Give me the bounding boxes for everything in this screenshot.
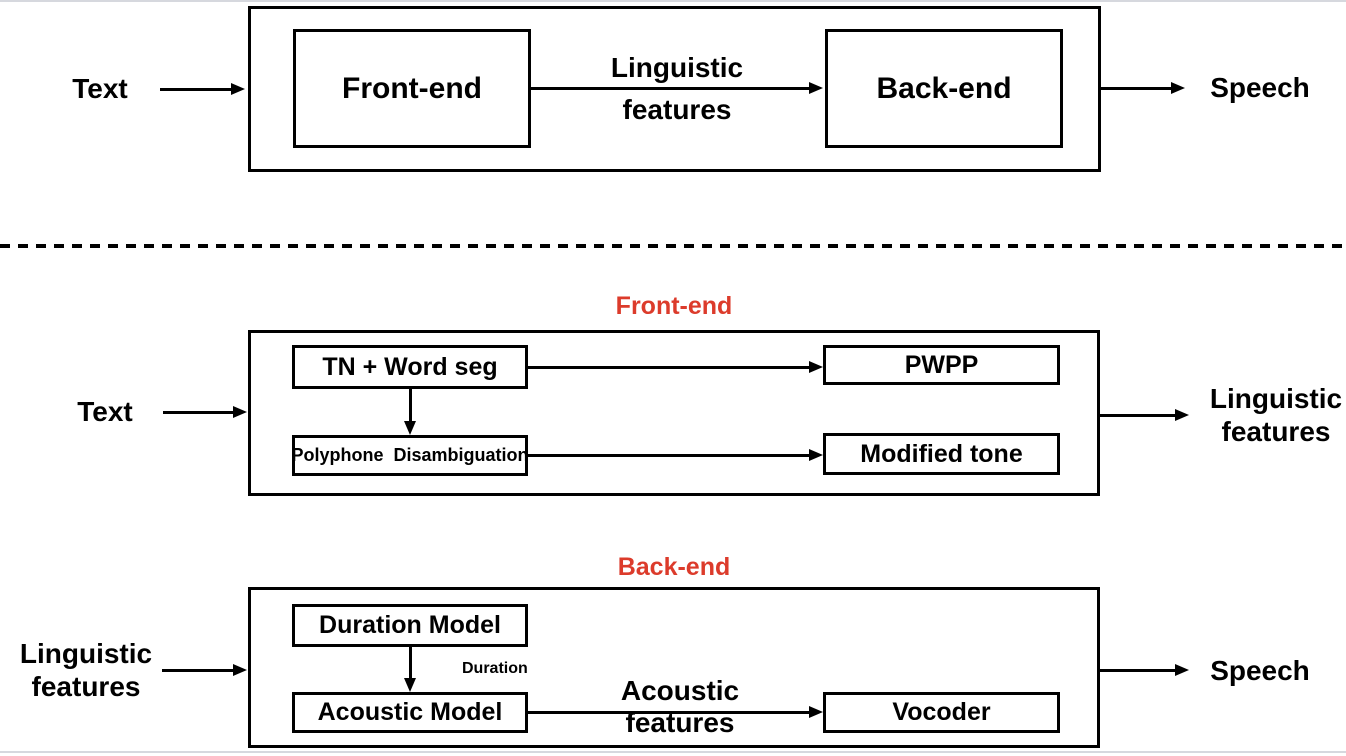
modified-tone-label: Modified tone	[860, 439, 1023, 468]
frontend-section-title: Front-end	[615, 291, 733, 320]
arrowhead-right-icon	[1171, 82, 1185, 94]
arrow-backend-box-to-speech	[1100, 664, 1189, 676]
acoustic-model-label: Acoustic Model	[317, 698, 503, 726]
backend-input-label: Linguistic features	[6, 637, 166, 703]
overview-backend-box: Back-end	[825, 29, 1063, 148]
arrowhead-right-icon	[233, 406, 247, 418]
arrow-frontend-to-backend	[531, 82, 823, 94]
acoustic-features-label-line1: Acoustic	[620, 675, 740, 706]
frontend-output-label: Linguistic features	[1196, 382, 1346, 448]
arrowhead-down-icon	[404, 678, 416, 692]
arrow-text-to-overview-box	[160, 83, 245, 95]
overview-output-label: Speech	[1210, 72, 1310, 103]
arrow-overview-box-to-speech	[1101, 82, 1185, 94]
arrow-tn-to-pwpp	[528, 361, 823, 373]
overview-frontend-box: Front-end	[293, 29, 531, 148]
arrowhead-right-icon	[1175, 664, 1189, 676]
arrow-linguistic-features-to-backend-box	[162, 664, 247, 676]
vocoder-box: Vocoder	[823, 692, 1060, 733]
frontend-output-line1: Linguistic	[1209, 383, 1343, 414]
backend-input-line1: Linguistic	[19, 638, 153, 669]
bottom-edge-line	[0, 751, 1346, 753]
pwpp-label: PWPP	[904, 350, 979, 379]
backend-section-title: Back-end	[617, 552, 731, 581]
modified-tone-box: Modified tone	[823, 433, 1060, 475]
arrowhead-right-icon	[809, 449, 823, 461]
overview-frontend-box-label: Front-end	[342, 71, 482, 105]
dashed-divider-line	[0, 244, 1346, 248]
arrow-duration-to-acoustic	[404, 647, 416, 692]
pwpp-box: PWPP	[823, 345, 1060, 385]
top-edge-line	[0, 0, 1346, 2]
duration-model-label: Duration Model	[319, 611, 501, 639]
polyphone-disambiguation-label: Polyphone Disambiguation	[291, 445, 529, 465]
frontend-input-label: Text	[77, 396, 133, 427]
arrow-acoustic-to-vocoder	[528, 706, 823, 718]
arrowhead-right-icon	[809, 706, 823, 718]
arrowhead-down-icon	[404, 421, 416, 435]
overview-mid-label-line2: features	[622, 94, 732, 125]
arrowhead-right-icon	[231, 83, 245, 95]
arrowhead-right-icon	[233, 664, 247, 676]
acoustic-features-label-line2: features	[625, 707, 735, 738]
arrow-tn-to-polyphone	[404, 389, 416, 435]
frontend-output-line2: features	[1221, 416, 1331, 447]
arrowhead-right-icon	[809, 361, 823, 373]
tn-word-seg-box: TN + Word seg	[292, 345, 528, 389]
overview-mid-label-line1: Linguistic	[610, 52, 744, 83]
duration-model-box: Duration Model	[292, 604, 528, 647]
arrow-text-to-frontend-box	[163, 406, 247, 418]
polyphone-disambiguation-box: Polyphone Disambiguation	[291, 435, 529, 476]
backend-input-line2: features	[31, 671, 141, 702]
vocoder-label: Vocoder	[892, 698, 991, 726]
tn-word-seg-label: TN + Word seg	[322, 352, 498, 381]
arrowhead-right-icon	[1175, 409, 1189, 421]
acoustic-model-box: Acoustic Model	[292, 692, 528, 733]
duration-arrow-label: Duration	[462, 660, 528, 677]
arrow-frontend-box-to-linguistic-features	[1100, 409, 1189, 421]
backend-output-label: Speech	[1210, 655, 1310, 686]
overview-input-label: Text	[72, 73, 128, 104]
overview-backend-box-label: Back-end	[876, 71, 1012, 105]
arrowhead-right-icon	[809, 82, 823, 94]
arrow-polyphone-to-modified-tone	[528, 449, 823, 461]
